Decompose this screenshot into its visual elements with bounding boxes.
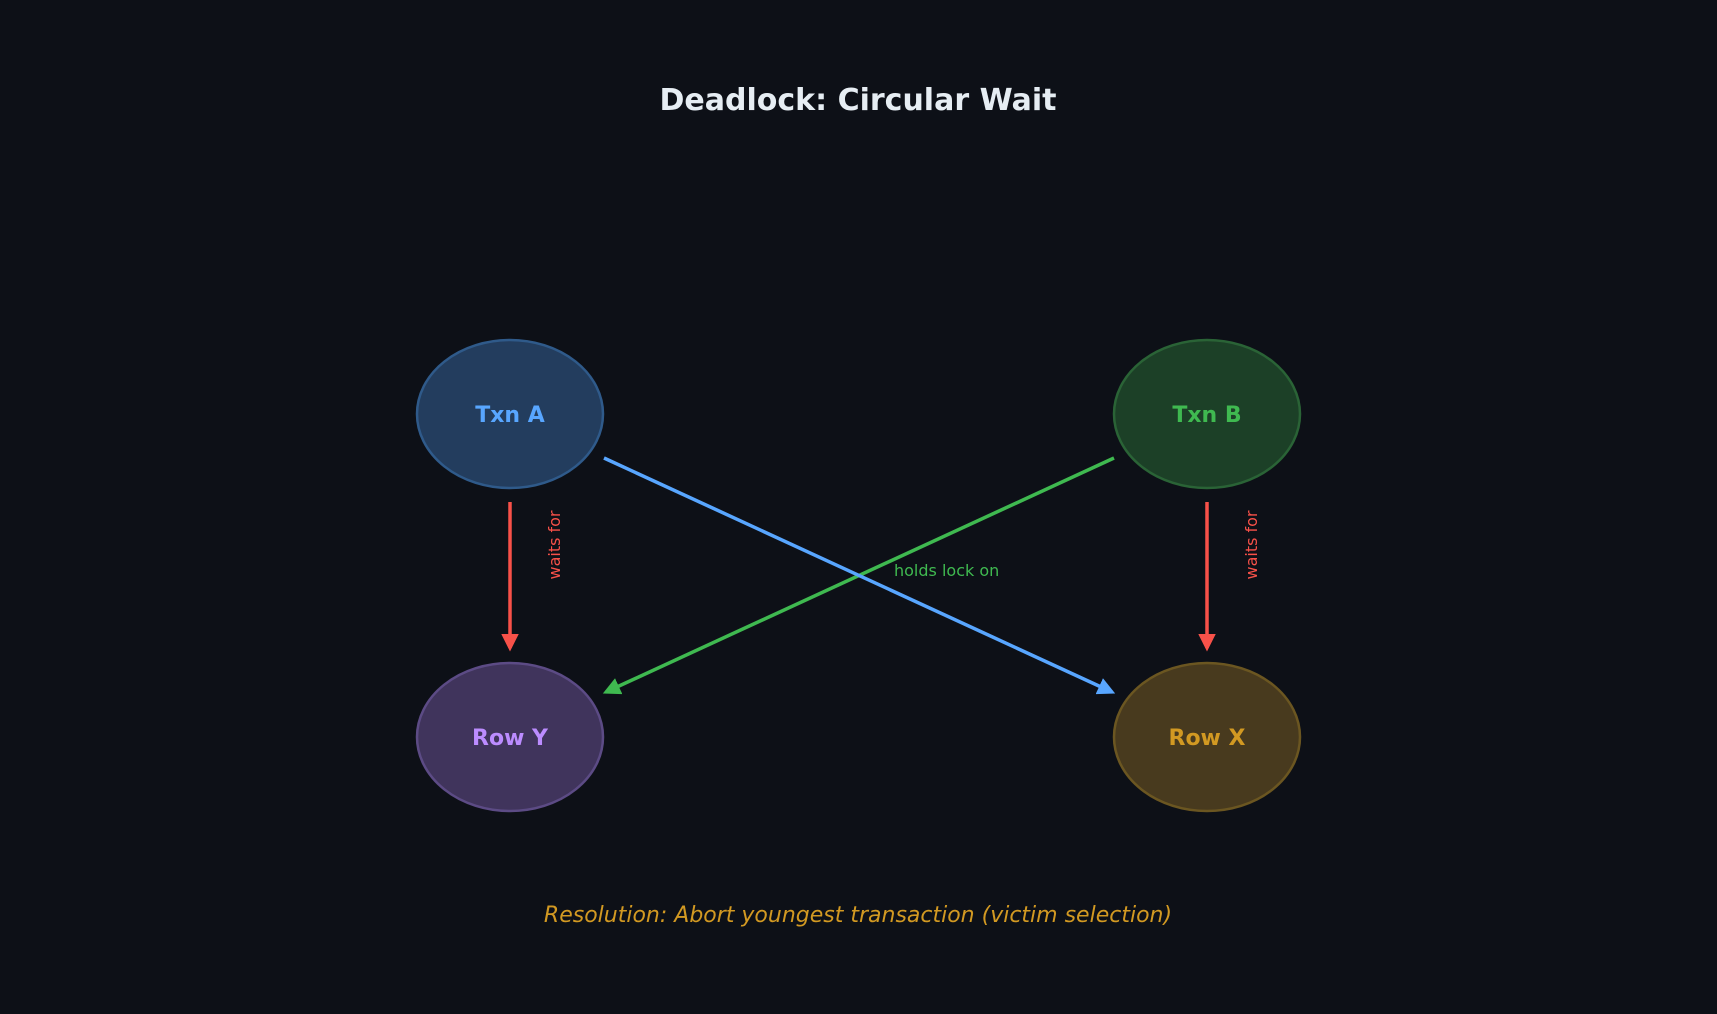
edge-label-holds-lock-on: holds lock on xyxy=(894,561,999,580)
diagram-title: Deadlock: Circular Wait xyxy=(660,83,1057,118)
edge-label-txn-b-waits-for: waits for xyxy=(1242,510,1261,579)
node-txn-b-label: Txn B xyxy=(1172,403,1241,428)
edge-txn-a-waits-for-row-y: waits for xyxy=(501,502,564,652)
node-txn-b-shape xyxy=(1112,338,1302,490)
node-txn-b: Txn B xyxy=(1112,338,1302,490)
edge-line-txn-a-row-x xyxy=(603,456,1116,695)
node-row-x: Row X xyxy=(1112,661,1302,813)
resolution-caption: Resolution: Abort youngest transaction (… xyxy=(544,903,1172,928)
node-txn-a: Txn A xyxy=(415,338,605,490)
node-row-y-shape xyxy=(415,661,605,813)
edge-txn-b-waits-for-row-x: waits for xyxy=(1198,502,1261,652)
node-row-x-shape xyxy=(1112,661,1302,813)
node-txn-a-shape xyxy=(415,338,605,490)
node-row-y-label: Row Y xyxy=(472,726,549,751)
node-row-x-label: Row X xyxy=(1169,726,1246,751)
node-txn-a-label: Txn A xyxy=(475,403,545,428)
edge-label-txn-a-waits-for: waits for xyxy=(545,510,564,579)
edge-txn-a-to-row-x xyxy=(603,456,1116,695)
node-row-y: Row Y xyxy=(415,661,605,813)
